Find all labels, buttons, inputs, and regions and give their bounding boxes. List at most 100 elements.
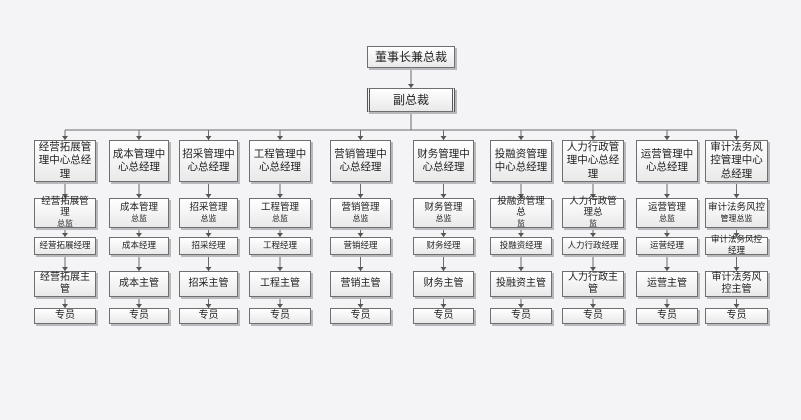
root-to-vp-arrow bbox=[408, 84, 414, 88]
vertical-arrow-8-0 bbox=[664, 194, 670, 198]
staff-node-4: 专员 bbox=[330, 308, 391, 324]
dept-node-5: 财务管理中心总经理 bbox=[413, 140, 474, 182]
director-node-5-sub-label: 总监 bbox=[435, 213, 452, 223]
dept-arrow-5 bbox=[440, 136, 447, 140]
vertical-arrow-6-2 bbox=[518, 267, 524, 271]
manager-node-5-label: 财务经理 bbox=[426, 240, 461, 251]
director-node-6-label: 投融资管理总 bbox=[497, 196, 545, 219]
vertical-arrow-1-1 bbox=[136, 233, 142, 237]
vertical-arrow-9-2 bbox=[733, 267, 740, 271]
director-node-3-sub-label: 总监 bbox=[271, 213, 288, 223]
supervisor-node-7-label: 人力行政主管 bbox=[568, 271, 618, 296]
vertical-arrow-4-3 bbox=[357, 304, 364, 308]
supervisor-node-4: 营销主管 bbox=[330, 271, 391, 297]
manager-node-2-label: 招采经理 bbox=[191, 240, 226, 251]
dept-node-1: 成本管理中心总经理 bbox=[109, 140, 169, 182]
vertical-arrow-6-1 bbox=[518, 233, 524, 237]
director-node-9-sub-label: 管理总监 bbox=[720, 213, 753, 223]
staff-node-0: 专员 bbox=[34, 308, 96, 324]
vertical-arrow-8-3 bbox=[664, 304, 670, 308]
manager-node-0: 经营拓展经理 bbox=[34, 237, 96, 255]
director-node-5-label: 财务管理 bbox=[424, 201, 463, 213]
dept-arrow-8 bbox=[664, 136, 670, 140]
dept-arrow-3 bbox=[277, 136, 283, 140]
vertical-arrow-9-0 bbox=[733, 194, 740, 198]
vertical-arrow-0-3 bbox=[62, 304, 68, 308]
director-node-3-label: 工程管理 bbox=[260, 201, 299, 213]
vertical-arrow-1-3 bbox=[136, 304, 142, 308]
dept-node-2-label: 招采管理中心总经理 bbox=[182, 147, 235, 173]
root-node: 董事长兼总裁 bbox=[367, 46, 455, 68]
vertical-arrow-3-3 bbox=[277, 304, 283, 308]
director-node-6-sub-label: 监 bbox=[517, 219, 525, 229]
vertical-arrow-7-0 bbox=[590, 194, 596, 198]
director-node-5: 财务管理总监 bbox=[413, 198, 474, 228]
vertical-arrow-6-3 bbox=[518, 304, 524, 308]
supervisor-node-1-label: 成本主管 bbox=[119, 277, 159, 289]
dept-node-3-label: 工程管理中心总经理 bbox=[253, 147, 307, 173]
staff-node-7: 专员 bbox=[562, 308, 624, 324]
manager-node-4-label: 营销经理 bbox=[343, 240, 378, 251]
vertical-arrow-1-0 bbox=[136, 194, 142, 198]
vertical-arrow-2-0 bbox=[205, 194, 212, 198]
supervisor-node-9: 审计法务风控主管 bbox=[705, 271, 768, 297]
supervisor-node-2: 招采主管 bbox=[179, 271, 238, 297]
vertical-arrow-7-3 bbox=[590, 304, 596, 308]
supervisor-node-8-label: 运营主管 bbox=[647, 277, 687, 289]
supervisor-node-0-label: 经营拓展主管 bbox=[40, 271, 90, 296]
vertical-arrow-5-2 bbox=[440, 267, 447, 271]
vertical-arrow-5-0 bbox=[440, 194, 447, 198]
director-node-0-sub-label: 总监 bbox=[57, 219, 73, 229]
director-node-0-label: 经营拓展管理 bbox=[41, 196, 89, 219]
director-node-4: 营销管理总监 bbox=[330, 198, 391, 228]
director-node-9: 审计法务风控管理总监 bbox=[705, 198, 768, 228]
manager-node-5: 财务经理 bbox=[413, 237, 474, 255]
director-node-8-sub-label: 总监 bbox=[658, 213, 675, 223]
manager-node-9-label: 审计法务风控经理 bbox=[710, 235, 762, 256]
manager-node-0-label: 经营拓展经理 bbox=[39, 240, 91, 251]
vertical-arrow-4-1 bbox=[357, 233, 364, 237]
staff-node-6: 专员 bbox=[490, 308, 552, 324]
supervisor-node-0: 经营拓展主管 bbox=[34, 271, 96, 297]
vertical-arrow-9-3 bbox=[733, 304, 740, 308]
staff-node-3-label: 专员 bbox=[270, 309, 290, 321]
vertical-arrow-9-1 bbox=[733, 233, 740, 237]
dept-node-5-label: 财务管理中心总经理 bbox=[417, 147, 470, 173]
dept-node-9: 审计法务风控管理中心总经理 bbox=[705, 140, 768, 182]
manager-node-4: 营销经理 bbox=[330, 237, 391, 255]
dept-node-2: 招采管理中心总经理 bbox=[179, 140, 238, 182]
staff-node-5-label: 专员 bbox=[433, 309, 454, 321]
vertical-arrow-2-2 bbox=[205, 267, 212, 271]
vertical-arrow-2-1 bbox=[205, 233, 212, 237]
director-node-8-label: 运营管理 bbox=[647, 201, 686, 213]
manager-node-1: 成本经理 bbox=[109, 237, 169, 255]
manager-node-9: 审计法务风控经理 bbox=[705, 235, 768, 256]
manager-node-3: 工程经理 bbox=[249, 237, 311, 255]
dept-node-8: 运营管理中心总经理 bbox=[636, 140, 698, 182]
vertical-arrow-4-0 bbox=[357, 194, 364, 198]
director-node-4-sub-label: 总监 bbox=[352, 213, 369, 223]
staff-node-9: 专员 bbox=[705, 308, 768, 324]
staff-node-0-label: 专员 bbox=[55, 309, 75, 321]
staff-node-6-label: 专员 bbox=[511, 309, 531, 321]
manager-node-8-label: 运营经理 bbox=[649, 240, 684, 251]
manager-node-7: 人力行政经理 bbox=[562, 237, 624, 255]
staff-node-3: 专员 bbox=[249, 308, 311, 324]
staff-node-1-label: 专员 bbox=[129, 309, 149, 321]
staff-node-2: 专员 bbox=[179, 308, 238, 324]
director-node-6: 投融资管理总监 bbox=[490, 196, 552, 229]
dept-node-1-label: 成本管理中心总经理 bbox=[112, 147, 166, 173]
vertical-arrow-0-1 bbox=[62, 233, 68, 237]
dept-node-4: 营销管理中心总经理 bbox=[330, 140, 391, 182]
dept-arrow-0 bbox=[62, 136, 68, 140]
vertical-arrow-0-2 bbox=[62, 267, 68, 271]
vertical-arrow-7-1 bbox=[590, 233, 596, 237]
manager-node-8: 运营经理 bbox=[636, 237, 698, 255]
supervisor-node-2-label: 招采主管 bbox=[188, 277, 229, 289]
director-node-1-sub-label: 总监 bbox=[130, 213, 147, 223]
director-node-7: 人力行政管理总监 bbox=[562, 197, 624, 228]
director-node-3: 工程管理总监 bbox=[249, 198, 311, 228]
dept-arrow-4 bbox=[357, 136, 364, 140]
